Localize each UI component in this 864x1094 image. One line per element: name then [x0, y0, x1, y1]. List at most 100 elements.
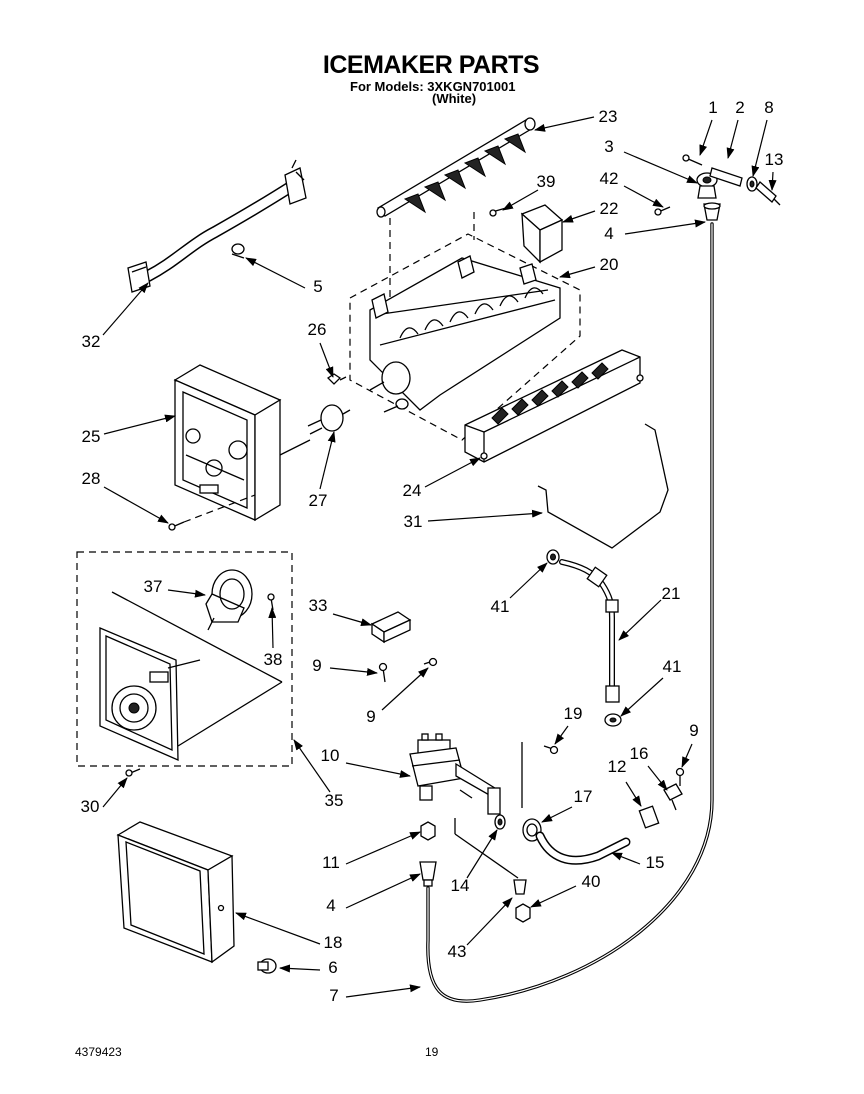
callout-24: 24: [403, 481, 422, 500]
callout-31: 31: [404, 512, 423, 531]
leader-line-30: [102, 777, 128, 808]
part-24-drawing: [464, 349, 644, 463]
leader-line-37: [167, 589, 206, 598]
part-12-drawing: [638, 805, 660, 829]
leader-line-18: [235, 912, 321, 945]
part-11-drawing: [420, 821, 436, 841]
callout-33: 33: [309, 596, 328, 615]
part-31-drawing: [537, 423, 669, 549]
leader-line-19: [554, 725, 569, 745]
leader-line-15: [611, 852, 641, 865]
part-13-drawing: [755, 181, 781, 206]
callout-18: 18: [324, 933, 343, 952]
leader-line-32: [102, 282, 149, 336]
callout-32: 32: [82, 332, 101, 351]
leader-line-27: [319, 431, 336, 490]
callout-41-lower: 41: [663, 657, 682, 676]
part-5-drawing: [231, 243, 245, 259]
leader-line-4-lower: [345, 873, 421, 909]
part-37-drawing: [205, 569, 253, 631]
callout-20: 20: [600, 255, 619, 274]
part-4-lower-drawing: [419, 861, 437, 887]
part-25-drawing: [173, 364, 311, 522]
leader-line-2: [726, 119, 739, 159]
leader-line-41-upper: [509, 562, 548, 599]
callout-7: 7: [329, 986, 338, 1005]
leader-line-13: [768, 171, 777, 191]
callout-19: 19: [564, 704, 583, 723]
leader-line-40: [530, 885, 577, 908]
part-7-drawing: [426, 222, 714, 1003]
page-title: ICEMAKER PARTS: [323, 51, 539, 79]
leader-line-26: [319, 342, 334, 378]
leader-line-24: [424, 457, 481, 488]
leader-line-9-right: [681, 743, 693, 768]
leader-line-9-lower: [381, 667, 429, 711]
callout-4-lower: 4: [326, 896, 335, 915]
part-20-drawing: [349, 233, 581, 441]
part-4-upper-drawing: [703, 202, 721, 221]
callout-5: 5: [313, 277, 322, 296]
leader-line-22: [562, 210, 596, 223]
page-number: 19: [425, 1045, 439, 1059]
leader-line-31: [427, 509, 543, 522]
leader-line-25: [103, 414, 176, 435]
callout-35: 35: [325, 791, 344, 810]
callout-9-right: 9: [689, 721, 698, 740]
callout-25: 25: [82, 427, 101, 446]
part-1-drawing: [682, 154, 703, 166]
part-40-drawing: [515, 903, 531, 923]
callout-12: 12: [608, 757, 627, 776]
callout-28: 28: [82, 469, 101, 488]
callout-6: 6: [328, 958, 337, 977]
callout-9-left: 9: [312, 656, 321, 675]
callout-40: 40: [582, 872, 601, 891]
part-23-drawing: [376, 117, 536, 330]
callout-8: 8: [764, 98, 773, 117]
callout-23: 23: [599, 107, 618, 126]
leader-lines: [102, 116, 777, 998]
callout-14: 14: [451, 876, 470, 895]
part-38-drawing: [267, 593, 275, 611]
part-33-drawing: [370, 611, 412, 644]
part-43-drawing: [454, 833, 527, 895]
leader-line-7: [345, 984, 421, 998]
callout-3: 3: [604, 137, 613, 156]
leader-line-43: [466, 897, 513, 946]
leader-line-6: [279, 964, 321, 973]
part-22-drawing: [520, 204, 564, 264]
part-10-drawing: [409, 733, 523, 834]
part-14-drawing: [494, 814, 506, 830]
leader-line-1: [699, 119, 713, 156]
leader-line-28: [103, 486, 169, 524]
part-2-drawing: [709, 167, 743, 187]
color-line: (White): [432, 91, 476, 106]
part-18-drawing: [116, 821, 235, 964]
part-15-drawing: [535, 831, 631, 865]
leader-line-42: [623, 185, 664, 208]
models-line: For Models: 3XKGN701001: [350, 79, 515, 94]
callout-41-upper: 41: [491, 597, 510, 616]
part-19-drawing: [543, 745, 559, 755]
callout-21: 21: [662, 584, 681, 603]
part-41-lower-drawing: [604, 713, 622, 727]
part-35-drawing: [76, 551, 293, 767]
callout-10: 10: [321, 746, 340, 765]
callout-17: 17: [574, 787, 593, 806]
callout-27: 27: [309, 491, 328, 510]
leader-line-39: [502, 189, 539, 211]
document-number: 4379423: [75, 1045, 122, 1059]
callout-2: 2: [735, 98, 744, 117]
part-16-drawing: [663, 783, 683, 811]
leader-line-23: [534, 116, 595, 132]
leader-line-41-lower: [620, 677, 664, 717]
leader-line-8: [751, 119, 768, 177]
callout-26: 26: [308, 320, 327, 339]
part-41-upper-drawing: [546, 549, 560, 565]
part-30-drawing: [125, 768, 141, 777]
callout-11: 11: [322, 853, 340, 872]
part-6-drawing: [257, 958, 277, 974]
part-32-drawing: [127, 159, 307, 293]
footer: 4379423 19: [75, 1045, 439, 1059]
